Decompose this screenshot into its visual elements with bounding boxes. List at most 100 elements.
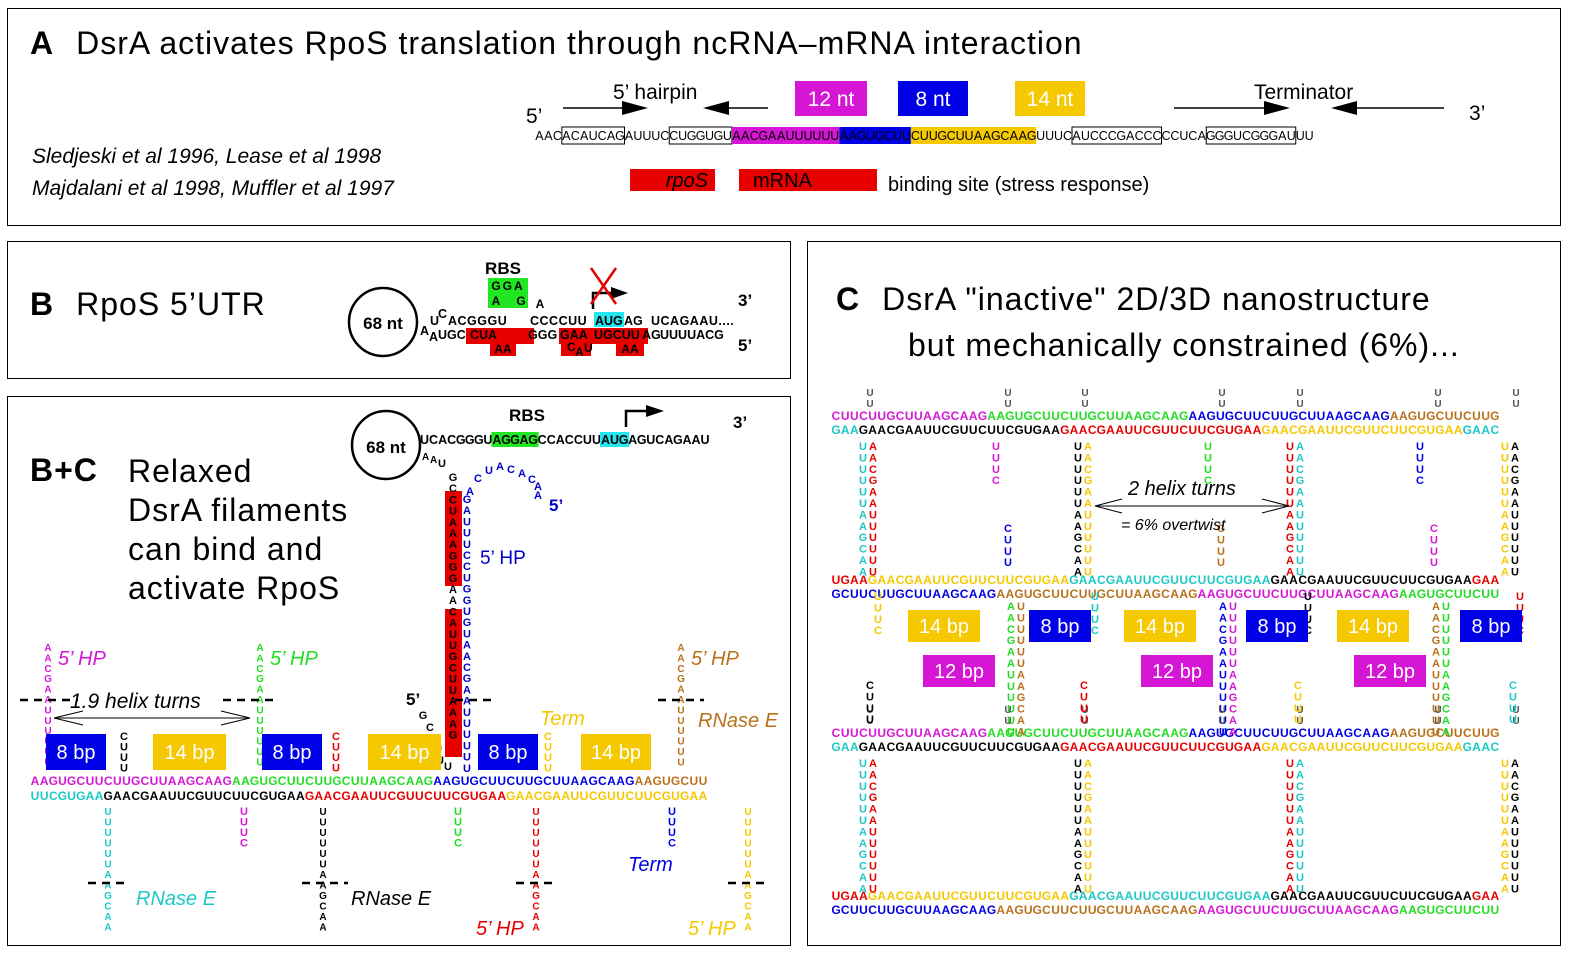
lattice-bottom-nucleotide: U — [877, 587, 886, 601]
lattice-bottom-nucleotide: G — [1298, 740, 1307, 754]
duplex-stem-nucleotide: U — [1286, 498, 1294, 510]
binding-region — [616, 342, 644, 356]
lattice-top-nucleotide: G — [1271, 573, 1280, 587]
lattice-bottom-nucleotide: G — [1033, 740, 1042, 754]
lattice-top-nucleotide: U — [1106, 726, 1115, 740]
lattice-top-nucleotide: G — [1362, 573, 1371, 587]
mrna-nucleotide: U — [701, 433, 710, 447]
loop-nucleotide: U — [332, 752, 340, 764]
stem-right-nucleotide: U — [463, 718, 471, 730]
lattice-bottom-nucleotide: G — [1435, 423, 1444, 437]
duplex-stem-nucleotide: A — [859, 872, 867, 884]
duplex-stem-nucleotide: U — [1286, 464, 1294, 476]
loop-nucleotide: U — [454, 817, 462, 829]
lattice-bottom-nucleotide: U — [1253, 903, 1262, 917]
lattice-top-nucleotide: C — [951, 573, 960, 587]
hairpin-stem-nucleotide: U — [256, 726, 263, 737]
hairpin-stem-nucleotide: U — [104, 828, 111, 839]
hp-label: 5’ HP — [476, 918, 524, 940]
lattice-top-nucleotide: C — [1262, 726, 1271, 740]
lattice-top-nucleotide: A — [1262, 889, 1271, 903]
hp-label: 5’ HP — [270, 648, 318, 670]
mrna-nucleotide: A — [692, 433, 701, 447]
duplex-stem-nucleotide: U — [869, 849, 877, 861]
loop-nucleotide: U — [1304, 614, 1312, 626]
hairpin-stem-nucleotide: C — [532, 902, 539, 913]
duplex-stem-nucleotide: U — [1501, 498, 1509, 510]
bottom-duplex-nucleotide: A — [488, 789, 497, 803]
duplex-stem-nucleotide: U — [1084, 521, 1092, 533]
lattice-bottom-nucleotide: A — [1051, 423, 1060, 437]
duplex-stem-nucleotide: A — [1511, 452, 1519, 464]
lattice-top-nucleotide: G — [1161, 889, 1170, 903]
lattice-bottom-nucleotide: A — [914, 740, 923, 754]
stem-right-nucleotide: U — [463, 539, 471, 551]
lattice-top-nucleotide: A — [1051, 573, 1060, 587]
duplex-stem-nucleotide: U — [1286, 487, 1294, 499]
lattice-bottom-nucleotide: U — [1024, 423, 1033, 437]
hairpin-loop-nucleotide: A — [466, 486, 474, 498]
nucleotide: U — [678, 129, 687, 143]
lattice-bottom-nucleotide: U — [1189, 740, 1198, 754]
lattice-top-nucleotide: A — [1335, 409, 1344, 423]
duplex-stem-nucleotide: A — [859, 883, 867, 895]
lattice-bottom-nucleotide: A — [877, 423, 886, 437]
duplex-stem-nucleotide: U — [1296, 566, 1304, 578]
lattice-top-nucleotide: U — [1179, 573, 1188, 587]
lattice-bottom-nucleotide: A — [1006, 587, 1015, 601]
panel-bc-letter: B+C — [30, 452, 98, 488]
bottom-duplex-nucleotide: A — [561, 789, 570, 803]
duplex-stem-nucleotide: A — [1286, 555, 1294, 567]
bottom-duplex-nucleotide: G — [506, 789, 515, 803]
loop-nucleotide: U — [668, 806, 676, 818]
bottom-duplex-nucleotide: C — [388, 789, 397, 803]
lattice-bottom-nucleotide: U — [1399, 423, 1408, 437]
lattice-top-nucleotide: A — [969, 726, 978, 740]
duplex-2-box — [262, 734, 322, 770]
rbs-label: RBS — [485, 259, 521, 278]
stem-left-nucleotide: G — [449, 651, 458, 663]
nucleotide: G — [1215, 129, 1225, 143]
lattice-top-nucleotide: A — [1060, 573, 1069, 587]
lattice-top-nucleotide: A — [1262, 573, 1271, 587]
duplex-stem-nucleotide: A — [1074, 509, 1082, 521]
hairpin-stem-nucleotide: A — [677, 643, 684, 654]
lattice-top-nucleotide: C — [1436, 726, 1445, 740]
loop-nucleotide: U — [544, 742, 552, 754]
duplex-stem-nucleotide: A — [1084, 804, 1092, 816]
lattice-top-nucleotide: A — [1115, 889, 1124, 903]
top-duplex-nucleotide: U — [58, 774, 67, 788]
loop-nucleotide: U — [992, 441, 1000, 453]
lattice-bottom-nucleotide: U — [1170, 423, 1179, 437]
duplex-stem-nucleotide: A — [859, 826, 867, 838]
lattice-top-nucleotide: A — [887, 889, 896, 903]
segment-8-nt-box — [898, 81, 968, 116]
lattice-bottom-nucleotide: G — [1060, 740, 1069, 754]
lattice-top-nucleotide: A — [1051, 889, 1060, 903]
lattice-bottom-nucleotide: A — [1106, 740, 1115, 754]
lattice-14-bp-box — [1337, 610, 1409, 642]
hairpin-stem-nucleotide: U — [677, 757, 684, 768]
nucleotide: A — [1126, 129, 1135, 143]
lattice-bottom-nucleotide: G — [1234, 423, 1243, 437]
lattice-bottom-nucleotide: C — [960, 587, 969, 601]
nucleotide: G — [991, 129, 1001, 143]
lattice-bottom-nucleotide: U — [932, 740, 941, 754]
mrna-nucleotide: U — [592, 433, 601, 447]
lattice-top-nucleotide: G — [1179, 409, 1188, 423]
lattice-bottom-nucleotide: C — [1271, 587, 1280, 601]
duplex-stem-nucleotide: U — [859, 815, 867, 827]
lattice-top-nucleotide: U — [1436, 573, 1445, 587]
duplex-stem-nucleotide: U — [1074, 758, 1082, 770]
lattice-bottom-nucleotide: U — [859, 903, 868, 917]
loop-nucleotide: U — [1204, 464, 1212, 476]
bottom-duplex-nucleotide: A — [497, 789, 506, 803]
duplex-stem-nucleotide: A — [859, 509, 867, 521]
stub-nucleotide: U — [1434, 705, 1441, 716]
stem-left-nucleotide: A — [449, 707, 457, 719]
lattice-top-nucleotide: U — [868, 726, 877, 740]
loop-nucleotide: U — [874, 591, 882, 603]
lattice-top-nucleotide: G — [1472, 573, 1481, 587]
loop-nucleotide: C — [1294, 680, 1302, 692]
lattice-bottom-nucleotide: A — [1198, 903, 1207, 917]
